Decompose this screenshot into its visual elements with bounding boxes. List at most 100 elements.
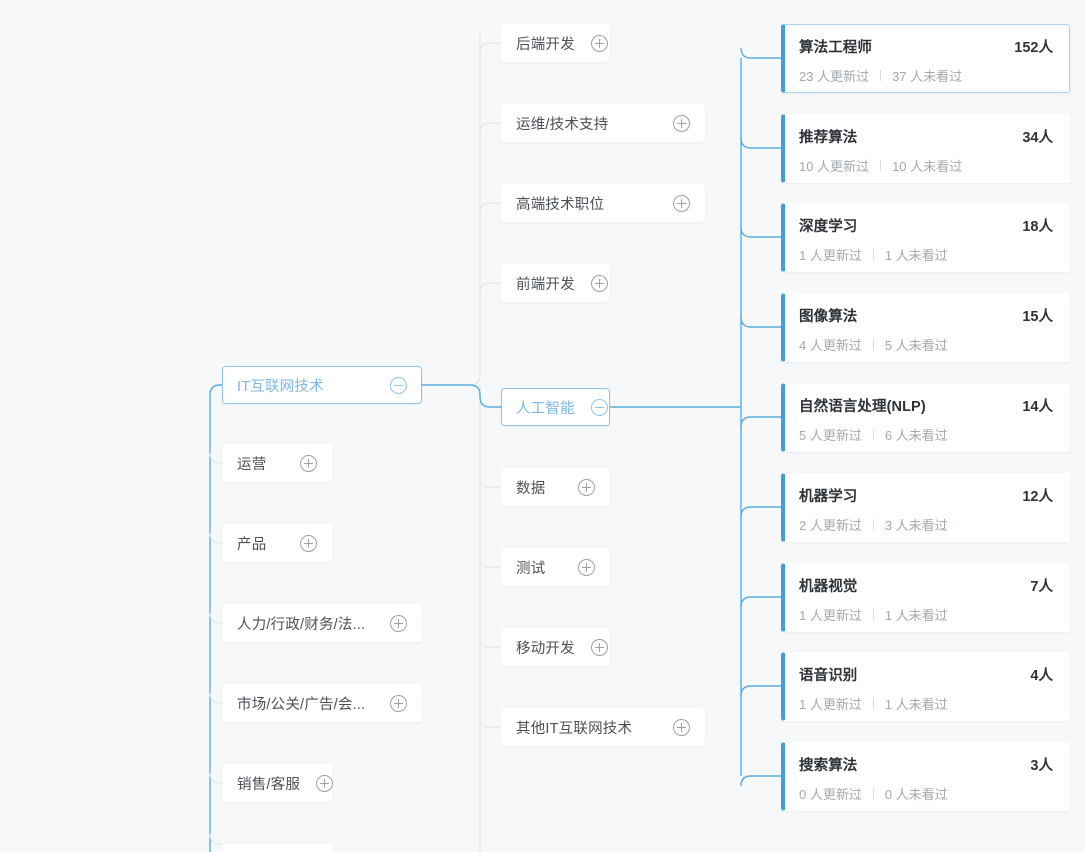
node-label: 测试 [516, 560, 546, 577]
card-title: 自然语言处理(NLP) [799, 399, 926, 415]
divider [872, 339, 874, 350]
divider [872, 249, 874, 260]
card-count-badge: 34人 [1022, 130, 1053, 146]
node-label: 移动开发 [516, 640, 575, 657]
connector [740, 416, 781, 428]
node-其他IT互联网技术[interactable]: 其他IT互联网技术 [501, 708, 705, 746]
card-unseen-count: 1 人未看过 [884, 697, 948, 712]
card-updated-count: 2 人更新过 [799, 518, 862, 533]
connector [740, 685, 781, 697]
card-unseen-count: 10 人未看过 [892, 159, 963, 174]
node-前端开发[interactable]: 前端开发 [501, 264, 610, 302]
expand-plus-icon[interactable] [390, 694, 407, 712]
node-高端技术职位[interactable]: 高端技术职位 [501, 184, 705, 222]
card-title: 机器视觉 [799, 579, 858, 595]
expand-plus-icon[interactable] [390, 614, 407, 632]
card-unseen-count: 1 人未看过 [884, 248, 948, 263]
node-label: 前端开发 [516, 276, 575, 293]
card-count-badge: 7人 [1030, 579, 1053, 595]
divider [872, 788, 874, 799]
card-updated-count: 1 人更新过 [799, 697, 862, 712]
connector [740, 596, 781, 608]
connector [209, 772, 222, 784]
divider [872, 429, 874, 440]
node-label: 人工智能 [516, 400, 575, 417]
card-updated-count: 0 人更新过 [799, 787, 862, 802]
divider [872, 698, 874, 709]
node-运维-技术支持[interactable]: 运维/技术支持 [501, 104, 705, 142]
node-label: 运营 [237, 456, 267, 473]
node-label: 销售/客服 [237, 776, 301, 793]
connector [209, 833, 222, 845]
node-移动开发[interactable]: 移动开发 [501, 628, 610, 666]
card-count-badge: 3人 [1030, 758, 1053, 774]
card-stats-row: 1 人更新过 1 人未看过 [799, 694, 1053, 713]
collapse-minus-icon[interactable] [590, 398, 608, 416]
expand-plus-icon[interactable] [673, 114, 690, 132]
card-updated-count: 10 人更新过 [799, 159, 870, 174]
card-updated-count: 23 人更新过 [799, 69, 870, 84]
node-测试[interactable]: 测试 [501, 548, 610, 586]
card-title: 机器学习 [799, 489, 858, 505]
node-label: 产品 [237, 536, 267, 553]
leaf-card[interactable]: 搜索算法 3人 0 人更新过 0 人未看过 [781, 742, 1070, 811]
connector [209, 532, 222, 544]
expand-plus-icon[interactable] [316, 774, 334, 792]
connector [479, 202, 501, 214]
card-count-badge: 15人 [1022, 309, 1053, 325]
card-updated-count: 1 人更新过 [799, 248, 862, 263]
node-数据[interactable]: 数据 [501, 468, 610, 506]
node-人工智能[interactable]: 人工智能 [501, 388, 610, 426]
expand-plus-icon[interactable] [578, 478, 595, 496]
node-label: IT互联网技术 [237, 378, 324, 395]
expand-plus-icon[interactable] [673, 718, 690, 736]
node-运营[interactable]: 运营 [222, 444, 332, 482]
card-header-row: 机器视觉 7人 [799, 575, 1053, 596]
collapse-minus-icon[interactable] [390, 376, 407, 394]
divider [880, 160, 882, 171]
connector [422, 384, 501, 408]
card-count-badge: 152人 [1014, 40, 1053, 56]
connector [479, 42, 501, 54]
node-label: 后端开发 [516, 36, 575, 53]
node-label: 其他IT互联网技术 [516, 720, 633, 737]
expand-plus-icon[interactable] [300, 534, 317, 552]
node-销售-客服[interactable]: 销售/客服 [222, 764, 334, 802]
node-it-internet-tech[interactable]: IT互联网技术 [222, 366, 422, 404]
node-市场-公关-广告-会---[interactable]: 市场/公关/广告/会... [222, 684, 422, 722]
node-label: 运维/技术支持 [516, 116, 609, 133]
expand-plus-icon[interactable] [590, 34, 608, 52]
card-count-badge: 18人 [1022, 219, 1053, 235]
expand-plus-icon[interactable] [673, 194, 690, 212]
expand-plus-icon[interactable] [578, 558, 595, 576]
node-partial-bottom[interactable] [222, 844, 332, 852]
expand-plus-icon[interactable] [590, 638, 608, 656]
card-stats-row: 1 人更新过 1 人未看过 [799, 245, 1053, 264]
expand-plus-icon[interactable] [300, 454, 317, 472]
card-title: 搜索算法 [799, 758, 858, 774]
node-后端开发[interactable]: 后端开发 [501, 24, 610, 62]
node-label: 高端技术职位 [516, 196, 605, 213]
card-updated-count: 5 人更新过 [799, 428, 862, 443]
connector [422, 34, 481, 386]
card-updated-count: 1 人更新过 [799, 608, 862, 623]
expand-plus-icon[interactable] [590, 274, 608, 292]
node-人力-行政-财务-法---[interactable]: 人力/行政/财务/法... [222, 604, 422, 642]
node-产品[interactable]: 产品 [222, 524, 332, 562]
divider [872, 609, 874, 620]
card-unseen-count: 0 人未看过 [884, 787, 948, 802]
